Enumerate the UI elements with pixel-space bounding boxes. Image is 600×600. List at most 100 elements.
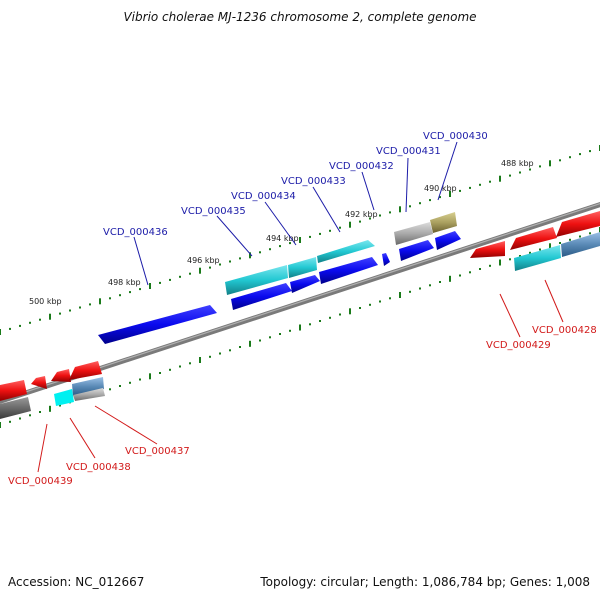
track-dot xyxy=(219,352,221,355)
gene-feature-vcd-000431[interactable] xyxy=(394,222,433,245)
gene-feature-cds-b[interactable] xyxy=(290,275,320,293)
track-dot xyxy=(339,313,341,316)
track-dot xyxy=(179,365,181,368)
track-dot xyxy=(539,165,541,168)
scale-label-500: 500 kbp xyxy=(29,297,62,306)
scale-labels: 488 kbp 490 kbp 492 kbp 494 kbp 496 kbp … xyxy=(29,159,534,306)
gene-feature-vcd-000430[interactable] xyxy=(430,212,457,233)
track-dot xyxy=(29,321,31,324)
gene-feature-pseudo-a[interactable] xyxy=(73,388,105,401)
gene-feature-dark-a[interactable] xyxy=(0,397,31,419)
gene-feature-red-b[interactable] xyxy=(510,227,557,250)
gene-feature-vcd-000436[interactable] xyxy=(98,305,217,344)
track-dot xyxy=(259,339,261,342)
track-dot xyxy=(559,159,561,162)
track-dot xyxy=(579,235,581,238)
track-major-tick xyxy=(399,292,401,298)
gene-feature-red-g[interactable] xyxy=(69,361,102,380)
track-major-tick xyxy=(199,267,201,274)
track-dot xyxy=(329,229,331,232)
gene-feature-vcd-000428[interactable] xyxy=(561,232,600,257)
label-vcd-000433[interactable]: VCD_000433 xyxy=(281,176,346,187)
track-dot xyxy=(369,303,371,306)
track-dot xyxy=(169,278,171,281)
track-dot xyxy=(189,272,191,275)
label-vcd-000431[interactable]: VCD_000431 xyxy=(376,146,441,157)
gene-feature-red-d[interactable] xyxy=(0,380,27,401)
leader-vcd-000433 xyxy=(312,186,341,233)
track-major-tick xyxy=(0,422,1,428)
label-vcd-000434[interactable]: VCD_000434 xyxy=(231,191,296,202)
track-dot xyxy=(279,245,281,248)
gene-feature-cds-a[interactable] xyxy=(231,283,292,310)
track-dot xyxy=(519,171,521,174)
track-major-tick xyxy=(299,237,301,243)
track-major-tick xyxy=(549,160,551,167)
track-major-tick xyxy=(349,308,351,315)
gene-feature-red-e[interactable] xyxy=(31,376,47,389)
track-dot xyxy=(589,232,591,235)
label-vcd-000435[interactable]: VCD_000435 xyxy=(181,206,246,217)
track-dot xyxy=(129,291,131,294)
gene-feature-vcd-000432[interactable] xyxy=(382,253,390,266)
track-dot xyxy=(9,327,11,330)
outer-dotted-track xyxy=(0,145,600,335)
track-dot xyxy=(179,275,181,278)
gene-feature-cds-e[interactable] xyxy=(435,231,461,250)
leader-vcd-000432 xyxy=(361,171,375,211)
leader-vcd-000431 xyxy=(405,157,409,213)
track-dot xyxy=(79,306,81,309)
track-dot xyxy=(369,217,371,220)
track-dot xyxy=(359,307,361,309)
label-vcd-000439[interactable]: VCD_000439 xyxy=(8,476,73,487)
gene-feature-vcd-000434[interactable] xyxy=(288,257,317,278)
track-dot xyxy=(459,189,461,192)
track-major-tick xyxy=(149,373,151,380)
track-major-tick xyxy=(49,405,51,412)
track-dot xyxy=(229,349,231,352)
track-dot xyxy=(319,320,321,322)
track-dot xyxy=(259,251,261,254)
label-vcd-000436[interactable]: VCD_000436 xyxy=(103,227,168,238)
track-dot xyxy=(19,324,21,327)
track-dot xyxy=(339,226,341,229)
track-dot xyxy=(59,404,61,407)
label-vcd-000432[interactable]: VCD_000432 xyxy=(329,161,394,172)
label-vcd-000438[interactable]: VCD_000438 xyxy=(66,462,131,473)
track-major-tick xyxy=(449,191,451,197)
gene-feature-vcd-000435[interactable] xyxy=(225,265,288,295)
gene-feature-red-c[interactable] xyxy=(556,211,600,237)
track-major-tick xyxy=(249,252,251,259)
label-vcd-000428[interactable]: VCD_000428 xyxy=(532,325,597,336)
track-dot xyxy=(109,388,111,391)
label-vcd-000437[interactable]: VCD_000437 xyxy=(125,446,190,457)
track-dot xyxy=(39,411,41,413)
track-dot xyxy=(59,312,61,315)
gene-feature-vcd-000438[interactable] xyxy=(54,389,74,406)
track-dot xyxy=(169,368,171,371)
track-dot xyxy=(469,271,471,274)
gene-feature-vcd-000433[interactable] xyxy=(317,240,375,263)
lower-gene-label-text: VCD_000428 VCD_000429 VCD_000437 VCD_000… xyxy=(8,325,597,487)
track-major-tick xyxy=(499,175,501,182)
leader-vcd-000438 xyxy=(69,417,96,459)
track-dot xyxy=(119,385,121,387)
gene-feature-vcd-000429[interactable] xyxy=(514,245,561,271)
gene-feature-cds-c[interactable] xyxy=(319,257,378,284)
track-dot xyxy=(289,242,291,245)
label-vcd-000430[interactable]: VCD_000430 xyxy=(423,131,488,142)
gene-feature-red-a[interactable] xyxy=(470,241,505,258)
track-major-tick xyxy=(549,243,551,250)
accession-label: Accession: NC_012667 xyxy=(8,575,145,589)
track-dot xyxy=(129,381,131,384)
gene-feature-vcd-000437[interactable] xyxy=(72,377,104,396)
track-dot xyxy=(359,220,361,223)
track-dot xyxy=(289,329,291,332)
track-dot xyxy=(329,316,331,319)
gene-feature-red-f[interactable] xyxy=(51,369,71,382)
gene-feature-cds-d[interactable] xyxy=(399,240,434,261)
scale-label-496: 496 kbp xyxy=(187,256,220,265)
label-vcd-000429[interactable]: VCD_000429 xyxy=(486,340,551,351)
track-dot xyxy=(459,274,461,277)
